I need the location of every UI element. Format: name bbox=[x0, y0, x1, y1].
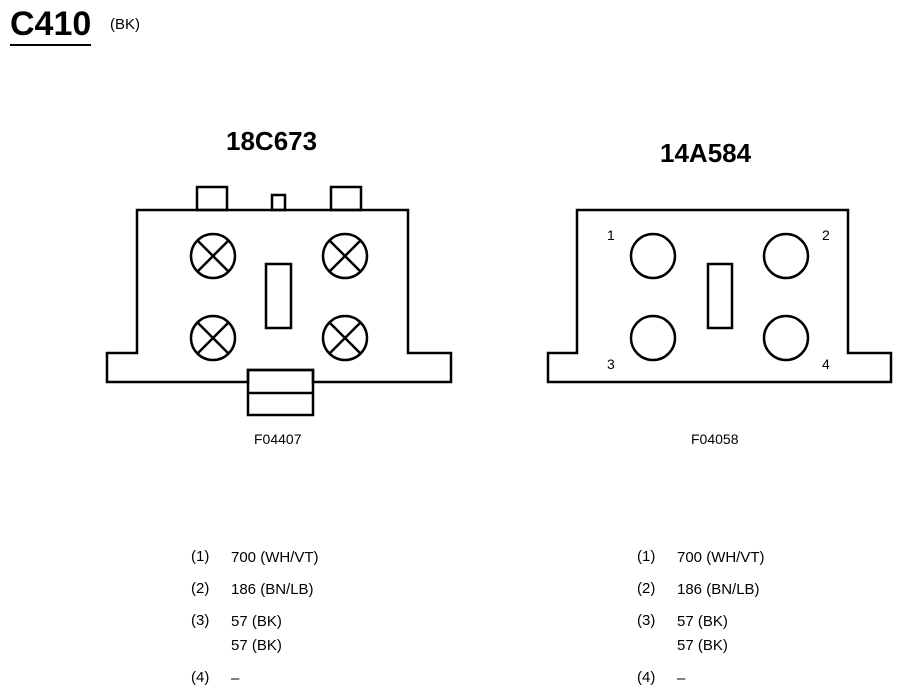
left-connector-housing bbox=[105, 208, 453, 384]
left-pin-1 bbox=[189, 232, 237, 280]
left-center-key bbox=[264, 262, 293, 330]
right-pin-label-2: 2 bbox=[822, 227, 830, 243]
pin-circuit: – bbox=[677, 670, 686, 687]
pin-circuit: 186 (BN/LB) bbox=[231, 581, 314, 598]
right-pin-label-3: 3 bbox=[607, 356, 615, 372]
right-pin-4 bbox=[762, 314, 810, 362]
connector-color: (BK) bbox=[110, 16, 140, 33]
right-figure-id: F04058 bbox=[691, 431, 739, 447]
pin-circuit: 700 (WH/VT) bbox=[677, 549, 765, 566]
right-pin-label-1: 1 bbox=[607, 227, 615, 243]
left-latch-1 bbox=[195, 185, 229, 212]
pin-circuit: 57 (BK) bbox=[231, 613, 282, 630]
left-latch-small bbox=[270, 193, 287, 212]
pin-circuit: 57 (BK) bbox=[231, 637, 282, 654]
left-figure-id: F04407 bbox=[254, 431, 302, 447]
left-pin-4 bbox=[321, 314, 369, 362]
pin-number: (4) bbox=[637, 669, 656, 686]
left-latch-2 bbox=[329, 185, 363, 212]
right-connector-housing bbox=[546, 208, 893, 384]
right-pin-3 bbox=[629, 314, 677, 362]
pin-circuit: 700 (WH/VT) bbox=[231, 549, 319, 566]
pin-number: (1) bbox=[191, 548, 210, 565]
pin-number: (4) bbox=[191, 669, 210, 686]
left-pin-3 bbox=[189, 314, 237, 362]
left-pin-2 bbox=[321, 232, 369, 280]
pin-circuit: 57 (BK) bbox=[677, 637, 728, 654]
pin-circuit: – bbox=[231, 670, 240, 687]
right-pin-1 bbox=[629, 232, 677, 280]
right-center-key bbox=[706, 262, 734, 330]
right-connector-face bbox=[546, 208, 893, 384]
pin-number: (2) bbox=[191, 580, 210, 597]
pin-circuit: 186 (BN/LB) bbox=[677, 581, 760, 598]
pin-number: (3) bbox=[191, 612, 210, 629]
left-part-number: 18C673 bbox=[226, 126, 318, 156]
left-connector-face bbox=[105, 185, 453, 417]
connector-id: C410 bbox=[10, 4, 92, 46]
pin-number: (1) bbox=[637, 548, 656, 565]
right-pin-label-4: 4 bbox=[822, 356, 830, 372]
pin-number: (3) bbox=[637, 612, 656, 629]
pin-number: (2) bbox=[637, 580, 656, 597]
right-part-number: 14A584 bbox=[660, 138, 752, 168]
pin-circuit: 57 (BK) bbox=[677, 613, 728, 630]
right-pin-2 bbox=[762, 232, 810, 280]
